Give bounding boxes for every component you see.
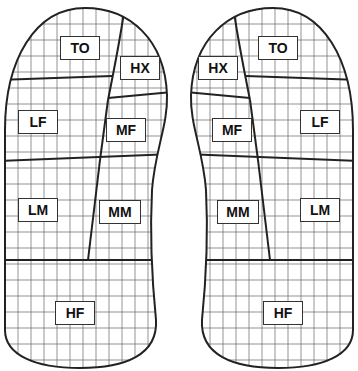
region-label-box: MF (106, 118, 146, 142)
region-label-box: LF (18, 110, 58, 134)
region-label: HX (130, 61, 149, 75)
region-label: LF (311, 115, 328, 129)
region-label: HF (274, 306, 293, 320)
region-label: MF (116, 123, 136, 137)
region-label-box: LM (300, 198, 340, 222)
region-label: TO (268, 41, 287, 55)
region-label-box: LM (18, 198, 58, 222)
region-label-box: HX (198, 56, 238, 80)
region-label: HX (208, 61, 227, 75)
region-label-box: MM (99, 200, 141, 224)
region-label-box: MM (217, 200, 259, 224)
region-label-box: HF (263, 301, 303, 325)
right-insole (183, 0, 358, 371)
region-label-box: HF (55, 301, 95, 325)
region-label: MM (108, 205, 131, 219)
region-label-box: TO (258, 36, 298, 60)
region-label-box: HX (120, 56, 160, 80)
region-label: LM (28, 203, 48, 217)
region-label: LM (310, 203, 330, 217)
region-label: LF (29, 115, 46, 129)
left-insole (0, 0, 175, 371)
region-label: TO (70, 41, 89, 55)
region-label: MM (226, 205, 249, 219)
region-label-box: TO (60, 36, 100, 60)
region-label: MF (222, 123, 242, 137)
region-label: HF (66, 306, 85, 320)
region-label-box: MF (212, 118, 252, 142)
region-label-box: LF (300, 110, 340, 134)
